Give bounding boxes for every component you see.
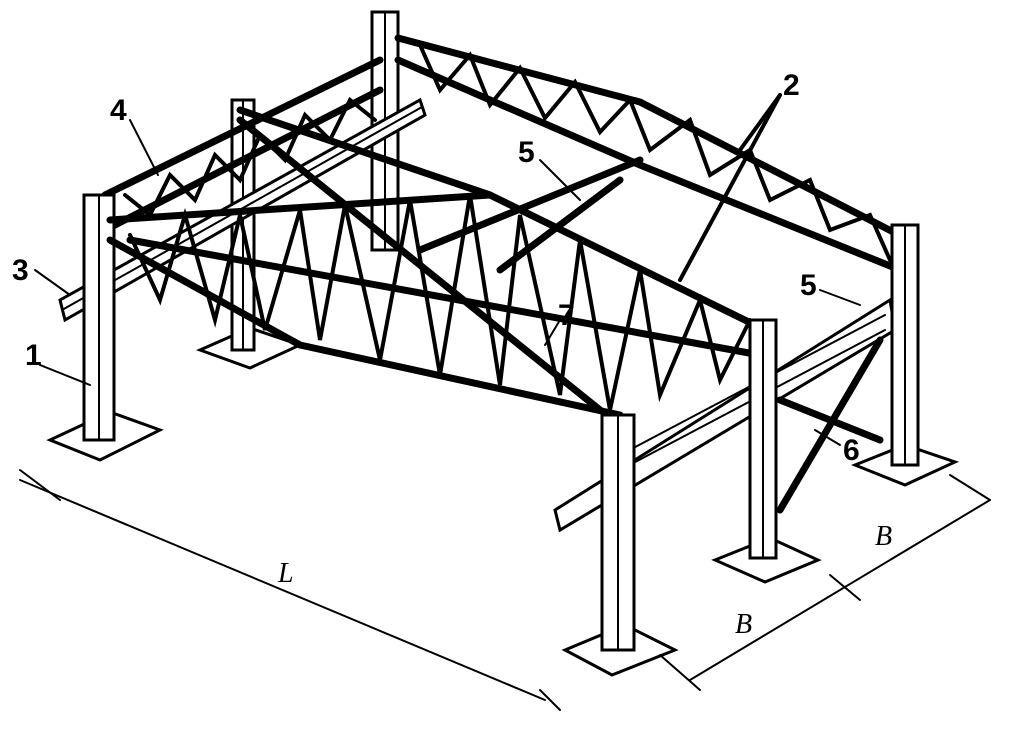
truss-front xyxy=(106,106,759,419)
column-front-mid xyxy=(600,413,636,652)
vertical-bracing xyxy=(776,336,884,514)
label-purlin-side: 5 xyxy=(800,269,817,302)
dimension-line-bays xyxy=(689,499,991,681)
dimension-line-span xyxy=(19,479,546,701)
column-front-right xyxy=(748,318,778,560)
truss-back xyxy=(394,34,909,274)
dimension-label-bay-1: B xyxy=(735,609,752,640)
label-column: 1 xyxy=(25,339,42,372)
dimension-lines xyxy=(19,469,991,711)
dimension-label-bay-2: B xyxy=(875,521,892,552)
label-brace-vertical: 6 xyxy=(843,434,860,467)
dimension-label-span: L xyxy=(277,558,294,589)
label-purlin-top: 5 xyxy=(518,136,535,169)
label-crane-beam: 3 xyxy=(12,254,29,287)
leader-lines xyxy=(34,93,861,446)
label-trusses: 2 xyxy=(783,69,800,102)
label-top-truss: 4 xyxy=(110,94,127,127)
roof-bracing xyxy=(126,116,764,414)
label-brace-roof: 7 xyxy=(558,299,575,332)
truss-top-longitudinal xyxy=(101,56,384,229)
column-back-right xyxy=(890,223,920,467)
column-front-left xyxy=(82,193,116,442)
